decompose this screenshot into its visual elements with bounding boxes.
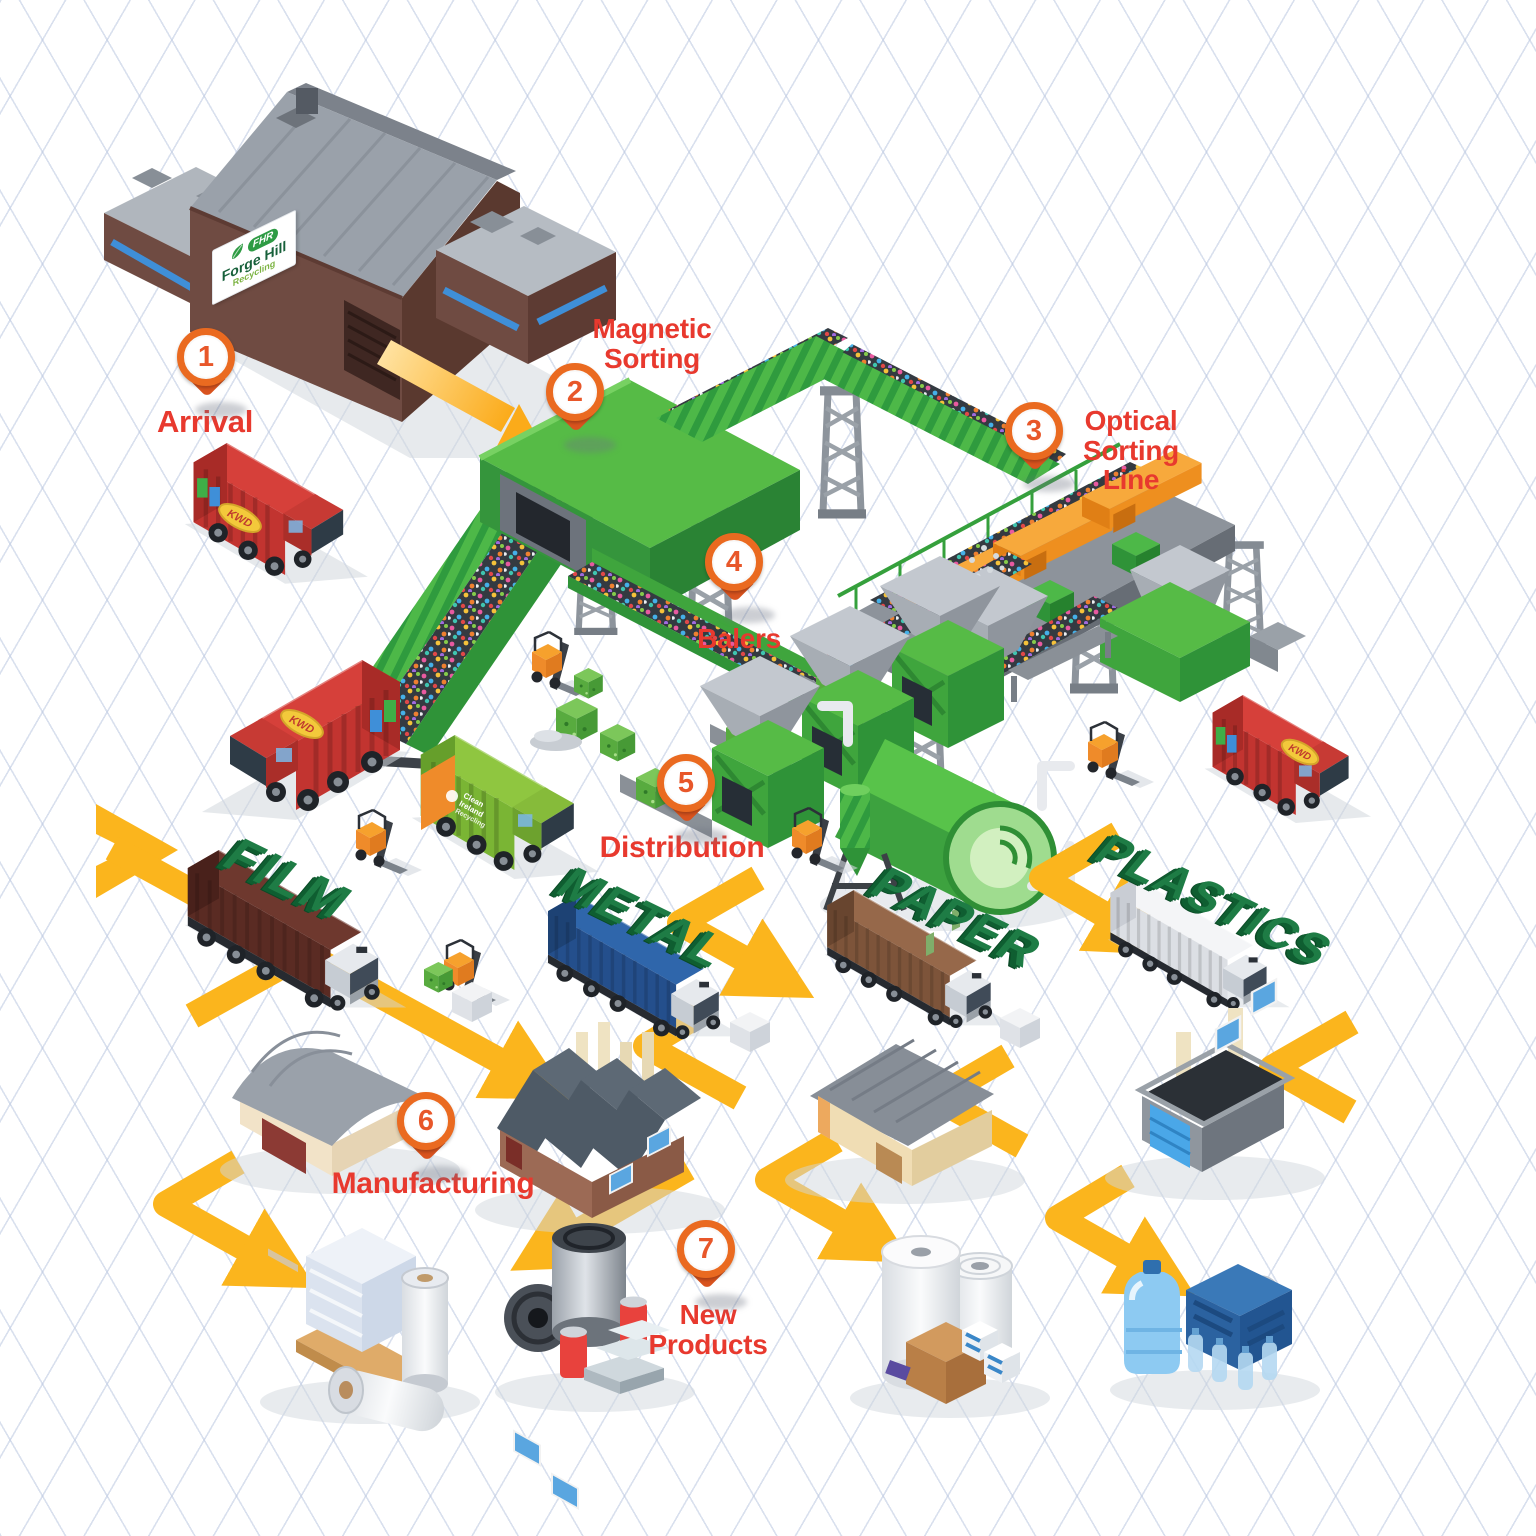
sorting-line-complex	[311, 328, 1306, 784]
garbage-truck-red	[185, 443, 368, 584]
paper-factory	[785, 906, 1025, 1204]
pin-circle: 3	[1005, 402, 1063, 460]
output-bale	[600, 724, 636, 762]
pin-number: 6	[417, 1104, 435, 1137]
garbage-truck-red	[202, 660, 410, 820]
pin-number: 2	[566, 375, 584, 408]
pin-shadow	[195, 402, 247, 418]
plastics-factory	[1105, 977, 1325, 1200]
metal-products	[495, 1223, 695, 1412]
pallet-cube	[1000, 1008, 1040, 1048]
pin-circle: 1	[177, 328, 235, 386]
step-pin-2: 2	[546, 363, 616, 459]
kwd-logo: KWD	[280, 709, 324, 739]
elevated-conveyor	[656, 328, 1066, 484]
shredder-machine	[1008, 545, 1306, 702]
forklift	[354, 808, 424, 878]
trommel-drum	[817, 701, 1080, 931]
kwd-logo: KWD	[218, 503, 262, 533]
kwd-logo: KWD	[1280, 738, 1320, 766]
cyclone-tower	[823, 784, 907, 912]
fhr-leaf-icon	[231, 243, 243, 260]
paper-products	[850, 1235, 1050, 1418]
pin-number: 5	[677, 766, 695, 799]
collection-trucks	[185, 443, 1371, 879]
pin-circle: 5	[657, 754, 715, 812]
water-cooler-bottle	[1124, 1260, 1182, 1374]
forklift	[1086, 720, 1156, 790]
step-pin-4: 4	[705, 533, 775, 629]
step-pin-5: 5	[657, 754, 727, 850]
factories	[220, 906, 1325, 1510]
new-products	[260, 1223, 1320, 1432]
plastic-products	[1110, 1260, 1320, 1410]
pin-shadow	[723, 607, 775, 623]
film-products	[260, 1228, 480, 1432]
pallet-cube	[730, 1012, 770, 1052]
pin-number: 4	[725, 545, 743, 578]
pallet-cube	[452, 982, 492, 1022]
glass-pile	[530, 730, 582, 751]
metal-factory	[475, 1022, 725, 1510]
step-label-balers: Balers	[697, 623, 781, 654]
water-bottles	[1188, 1328, 1277, 1390]
step-label-distribution: Distribution	[599, 831, 765, 864]
pin-number: 1	[197, 340, 215, 373]
step-label-arrival: Arrival	[156, 404, 254, 439]
step-pin-7: 7	[677, 1220, 747, 1316]
building-sign: FHR Forge Hill Recycling	[212, 209, 296, 306]
garbage-truck-red	[1205, 695, 1371, 823]
step-pin-6: 6	[397, 1092, 467, 1188]
green-truck-orange-hopper	[421, 755, 455, 830]
pin-shadow	[415, 1166, 467, 1182]
metal-ingots	[584, 1320, 670, 1394]
film-factory-barn	[220, 1030, 460, 1273]
pin-shadow	[675, 828, 727, 844]
pin-circle: 4	[705, 533, 763, 591]
plastics-factory-door	[1150, 1104, 1190, 1168]
pin-shadow	[1023, 476, 1075, 492]
step-pin-3: 3	[1005, 402, 1075, 498]
pin-circle: 6	[397, 1092, 455, 1150]
barn-door	[262, 1118, 306, 1174]
pin-number: 7	[697, 1232, 715, 1265]
baler-unit	[620, 656, 824, 848]
step-label-manufacturing: Manufacturing	[331, 1167, 535, 1200]
paper-packs	[962, 1321, 1020, 1383]
step-pin-1: 1	[177, 328, 247, 424]
balers-group	[530, 556, 1004, 848]
pin-shadow	[564, 437, 616, 453]
pin-circle: 7	[677, 1220, 735, 1278]
pin-shadow	[695, 1294, 747, 1310]
pin-circle: 2	[546, 363, 604, 421]
distribution-trucks	[182, 848, 1292, 1052]
pin-number: 3	[1025, 414, 1043, 447]
